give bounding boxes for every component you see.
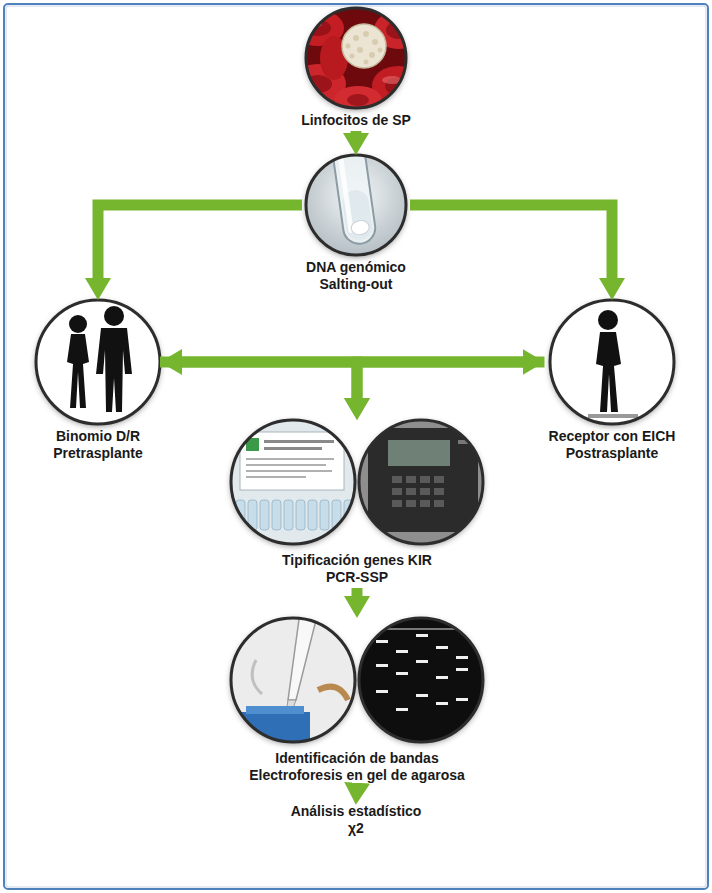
couple-silhouette — [30, 296, 166, 432]
blood-cells-picture — [290, 0, 424, 114]
pipette-picture — [228, 612, 360, 748]
circle-node: Linfocitos de SP — [297, 8, 415, 131]
circle-node: Tipificación genes KIRPCR-SSP — [231, 420, 483, 588]
circle-outline — [231, 618, 355, 742]
circle-node: DNA genómicoSalting-out — [302, 155, 410, 295]
circle-outline — [359, 420, 483, 544]
flow-arrow — [98, 205, 302, 288]
node-label: Receptor con EICH — [549, 428, 676, 445]
node-sublabel: χ2 — [291, 820, 422, 837]
circle-outline — [359, 618, 483, 742]
frame-inner — [6, 6, 706, 887]
node-label: Análisis estadístico — [291, 803, 422, 820]
node-sublabel: Electroforesis en gel de agarosa — [235, 767, 479, 784]
gel-picture — [356, 616, 488, 748]
circle-outline — [231, 420, 355, 544]
circle-node: Receptor con EICHPostrasplante — [545, 300, 680, 464]
flow-arrow — [352, 588, 363, 606]
test-tube-picture — [300, 138, 412, 262]
flow-arrow — [410, 205, 612, 288]
flow-arrow — [351, 131, 362, 143]
circle-outline — [36, 300, 160, 424]
node-sublabel: Salting-out — [306, 276, 406, 293]
flow-arrow — [160, 362, 357, 408]
circle-node: Identificación de bandasElectroforesis e… — [231, 618, 483, 786]
flow-arrow — [357, 362, 545, 408]
frame — [4, 4, 708, 889]
flow-arrow — [351, 786, 362, 793]
thermocycler-picture — [356, 418, 488, 550]
circle-outline — [306, 8, 406, 108]
node-sublabel: PCR-SSP — [235, 569, 479, 586]
node-label: Identificación de bandas — [235, 750, 479, 767]
woman-silhouette — [544, 296, 680, 432]
circle-node: Binomio D/RPretrasplante — [36, 300, 160, 464]
node-label: Binomio D/R — [40, 428, 156, 445]
node-sublabel: Postrasplante — [549, 445, 676, 462]
node-label: Tipificación genes KIR — [235, 552, 479, 569]
node-label: Linfocitos de SP — [301, 112, 411, 129]
node-sublabel: Pretrasplante — [40, 445, 156, 462]
circle-outline — [306, 155, 406, 255]
circle-outline — [550, 300, 674, 424]
node-label: DNA genómico — [306, 259, 406, 276]
pcr-kit-picture — [228, 418, 360, 550]
text-node: Análisis estadísticoχ2 — [287, 803, 426, 839]
